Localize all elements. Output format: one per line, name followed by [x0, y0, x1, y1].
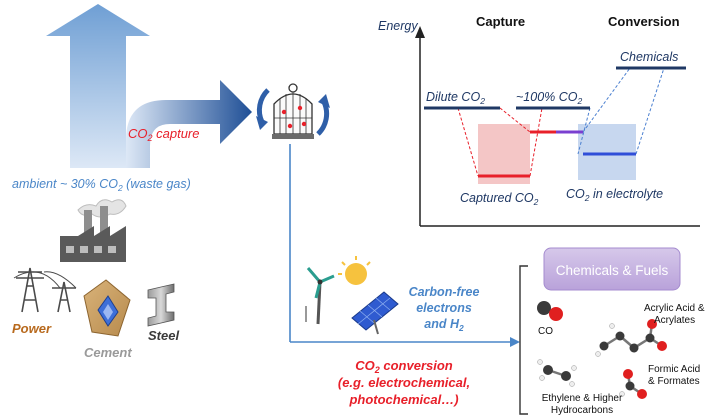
energy-diagram: Energy Capture Conversion Dilute CO2 ~10… [378, 14, 700, 227]
steel-label: Steel [148, 328, 179, 343]
capture-right-arrow [126, 80, 252, 168]
sun-icon [338, 256, 371, 285]
acrylic-label-line1: Acrylic Acid & [644, 303, 705, 314]
power-tower-icon [13, 267, 77, 313]
products-bracket [519, 265, 528, 415]
steel-beam-icon [147, 283, 175, 327]
cement-bag-icon [83, 279, 131, 337]
power-label: Power [12, 321, 52, 336]
pct100-co2-label: ~100% CO2 [516, 90, 583, 106]
ambient-up-arrow [46, 4, 150, 168]
co2-capture-label: CO2 capture [128, 126, 200, 143]
formic-label-line1: Formic Acid [648, 364, 700, 375]
formic-acid-molecule-icon [619, 369, 647, 399]
energy-axis-label: Energy [378, 19, 418, 33]
captured-co2-label: Captured CO2 [460, 191, 539, 207]
ethylene-label-line1: Ethylene & Higher [542, 393, 623, 404]
conversion-arrowhead [510, 337, 520, 347]
conversion-shaded-box [578, 124, 636, 180]
co2-conversion-line3: photochemical…) [348, 392, 458, 407]
electrolyte-co2-label: CO2 in electrolyte [566, 187, 663, 203]
capture-shaded-box [478, 124, 530, 184]
chemicals-fuels-box [543, 247, 681, 291]
formic-label-line2: & Formates [648, 376, 700, 387]
cement-label: Cement [84, 345, 132, 360]
co2-conversion-line2: (e.g. electrochemical, [338, 375, 470, 390]
energy-axis-arrowhead [415, 26, 425, 38]
conversion-header: Conversion [608, 14, 680, 29]
chemicals-fuels-label: Chemicals & Fuels [556, 263, 669, 278]
ambient-label: ambient ~ 30% CO2 (waste gas) [12, 177, 191, 193]
carbon-free-line1: Carbon-free [409, 285, 480, 299]
chemicals-level-label: Chemicals [620, 50, 678, 64]
co-molecule-icon [537, 301, 563, 321]
dilute-co2-label: Dilute CO2 [426, 90, 485, 106]
acrylic-acid-molecule-icon [595, 319, 667, 357]
ethylene-label-line2: Hydrocarbons [551, 405, 613, 416]
capture-header: Capture [476, 14, 525, 29]
factory-icon [60, 199, 127, 262]
co-label: CO [538, 326, 553, 337]
acrylic-label-line2: Acrylates [654, 315, 695, 326]
carbon-free-line3: and H2 [424, 317, 464, 333]
ethylene-molecule-icon [537, 359, 577, 387]
birdcage-icon [256, 83, 330, 139]
solar-panel-icon [351, 291, 399, 335]
wind-turbine-icon [305, 267, 335, 325]
co2-conversion-line1: CO2 conversion [355, 358, 453, 375]
carbon-free-line2: electrons [416, 301, 472, 315]
